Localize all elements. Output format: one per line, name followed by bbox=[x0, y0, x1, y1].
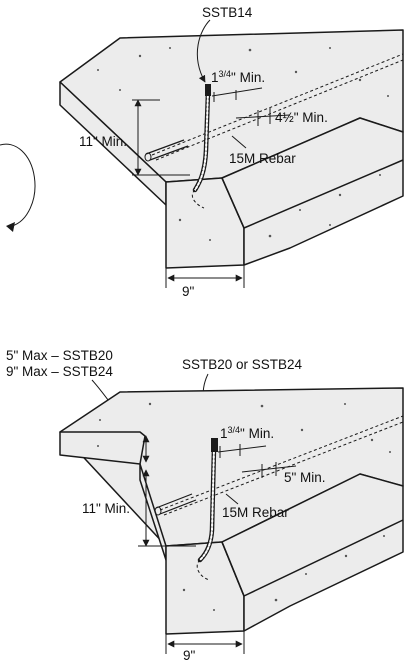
embed-depth-label-2: 11" Min. bbox=[82, 501, 130, 516]
anchor-hook bbox=[191, 189, 205, 209]
concrete-texture bbox=[97, 47, 389, 241]
rebar-end bbox=[145, 139, 189, 161]
anchor-top bbox=[205, 84, 211, 96]
sstb14-leader bbox=[196, 19, 211, 83]
rebar-leader bbox=[231, 135, 247, 149]
concrete-texture-2 bbox=[97, 402, 391, 611]
width-label-2: 9" bbox=[183, 648, 196, 663]
rebar-spacing-label-2: 5" Min. bbox=[284, 470, 326, 485]
rebar-label: 15M Rebar bbox=[229, 151, 296, 166]
slab-lower-block bbox=[221, 117, 404, 266]
embed-depth-label: 11" Min. bbox=[79, 134, 127, 149]
rebar-end-2 bbox=[155, 493, 197, 515]
sstb14-label: SSTB14 bbox=[202, 5, 253, 20]
edge-dist-label-2: 13/4" Min. bbox=[220, 425, 274, 441]
sstb20-24-label: SSTB20 or SSTB24 bbox=[182, 357, 303, 372]
rebar-line-c bbox=[159, 415, 404, 511]
rotation-arrow bbox=[0, 143, 36, 227]
anchor-top-2 bbox=[211, 438, 218, 452]
rebar-spacing-dim-line bbox=[235, 114, 291, 119]
slab-step-edge bbox=[221, 159, 404, 229]
width-label: 9" bbox=[182, 284, 195, 299]
top-diagram: SSTB14 13/4" Min. 4½" Min. 15M Rebar 11"… bbox=[0, 5, 404, 299]
max-label-sstb24: 9" Max – SSTB24 bbox=[6, 364, 113, 379]
rotation-arrowhead bbox=[6, 222, 15, 232]
rebar-line-b bbox=[155, 59, 404, 161]
edge-dist-label: 13/4" Min. bbox=[211, 69, 265, 85]
rebar-spacing-label: 4½" Min. bbox=[275, 110, 328, 125]
rebar-label-2: 15M Rebar bbox=[222, 505, 289, 520]
rebar-cap bbox=[144, 152, 152, 162]
slab-lower-block-2 bbox=[221, 473, 404, 632]
edge-dim-line bbox=[211, 87, 263, 97]
slab-notch-face bbox=[59, 431, 146, 465]
bottom-diagram: 5" Max – SSTB20 9" Max – SSTB24 SSTB20 o… bbox=[6, 348, 404, 663]
rebar-line-a bbox=[151, 53, 404, 156]
max-label-sstb20: 5" Max – SSTB20 bbox=[6, 348, 113, 363]
